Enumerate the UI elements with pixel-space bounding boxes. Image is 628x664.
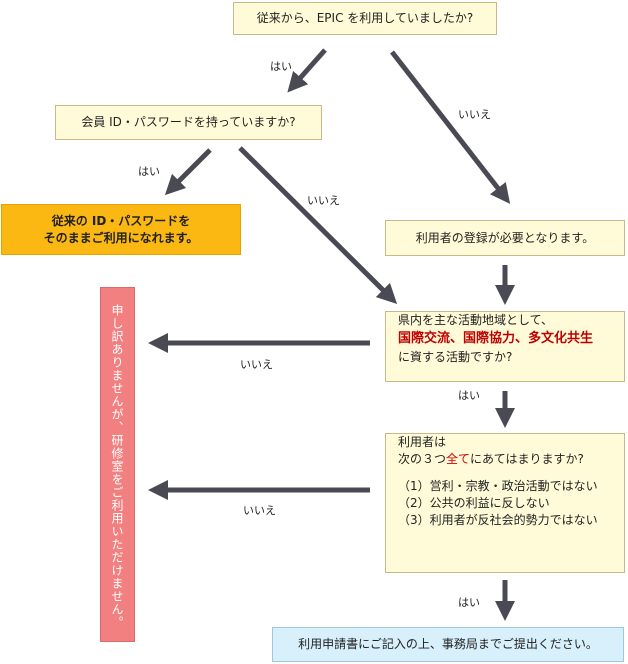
- q3-activity: 県内を主な活動地域として、 国際交流、国際協力、多文化共生 に資する活動ですか?: [385, 311, 625, 382]
- q1-text: 従来から、EPIC を利用していましたか?: [256, 11, 474, 25]
- label-q4-no: いいえ: [243, 504, 276, 517]
- arrow-q1-yes: [287, 48, 327, 93]
- label-q2-no: いいえ: [307, 194, 340, 207]
- q4-line2-pre: 次の３つ: [398, 452, 447, 466]
- q4-line1: 利用者は: [398, 435, 447, 449]
- label-q3-yes: はい: [458, 389, 480, 402]
- q4-line2: 次の３つ全てにあてはまりますか?: [398, 451, 584, 468]
- label-q2-yes: はい: [138, 165, 160, 178]
- q2-text: 会員 ID・パスワードを持っていますか?: [81, 115, 296, 129]
- sorry-text: 申し訳ありませんが、研修室をご利用いただけません。: [110, 304, 124, 629]
- label-q4-yes: はい: [458, 596, 480, 609]
- arrow-q2-yes: [164, 148, 212, 196]
- result-existing-line2: そのままご利用になれます。: [43, 230, 199, 245]
- q4-line2-red: 全て: [446, 452, 471, 466]
- result-existing-line1: 従来の ID・パスワードを: [51, 213, 191, 228]
- arrow-q1-no: [390, 50, 511, 204]
- q4-item-1: （1）営利・宗教・政治活動ではない: [398, 479, 598, 493]
- q4-item-3: （3）利用者が反社会的勢力ではない: [398, 513, 598, 527]
- label-q3-no: いいえ: [240, 358, 273, 371]
- result-existing-id: 従来の ID・パスワードを そのままご利用になれます。: [1, 204, 241, 255]
- arrow-q2-no: [238, 146, 398, 305]
- sorry-not-available: 申し訳ありませんが、研修室をご利用いただけません。: [100, 287, 135, 642]
- label-q1-no: いいえ: [458, 108, 491, 121]
- final-submit: 利用申請書にご記入の上、事務局までご提出ください。: [272, 627, 624, 662]
- result-register: 利用者の登録が必要となります。: [385, 220, 625, 256]
- q3-highlight: 国際交流、国際協力、多文化共生: [398, 331, 594, 346]
- result-register-text: 利用者の登録が必要となります。: [415, 230, 595, 245]
- q3-line3: に資する活動ですか?: [398, 350, 513, 364]
- q2-has-id: 会員 ID・パスワードを持っていますか?: [55, 105, 322, 140]
- label-q1-yes: はい: [270, 60, 292, 73]
- q4-conditions: 利用者は 次の３つ全てにあてはまりますか? （1）営利・宗教・政治活動ではない …: [385, 433, 625, 573]
- q1-existing-user: 従来から、EPIC を利用していましたか?: [233, 2, 497, 35]
- q4-line2-post: にあてはまりますか?: [470, 452, 584, 466]
- final-text: 利用申請書にご記入の上、事務局までご提出ください。: [298, 637, 598, 651]
- q3-line1: 県内を主な活動地域として、: [398, 313, 554, 327]
- q4-item-2: （2）公共の利益に反しない: [398, 496, 550, 510]
